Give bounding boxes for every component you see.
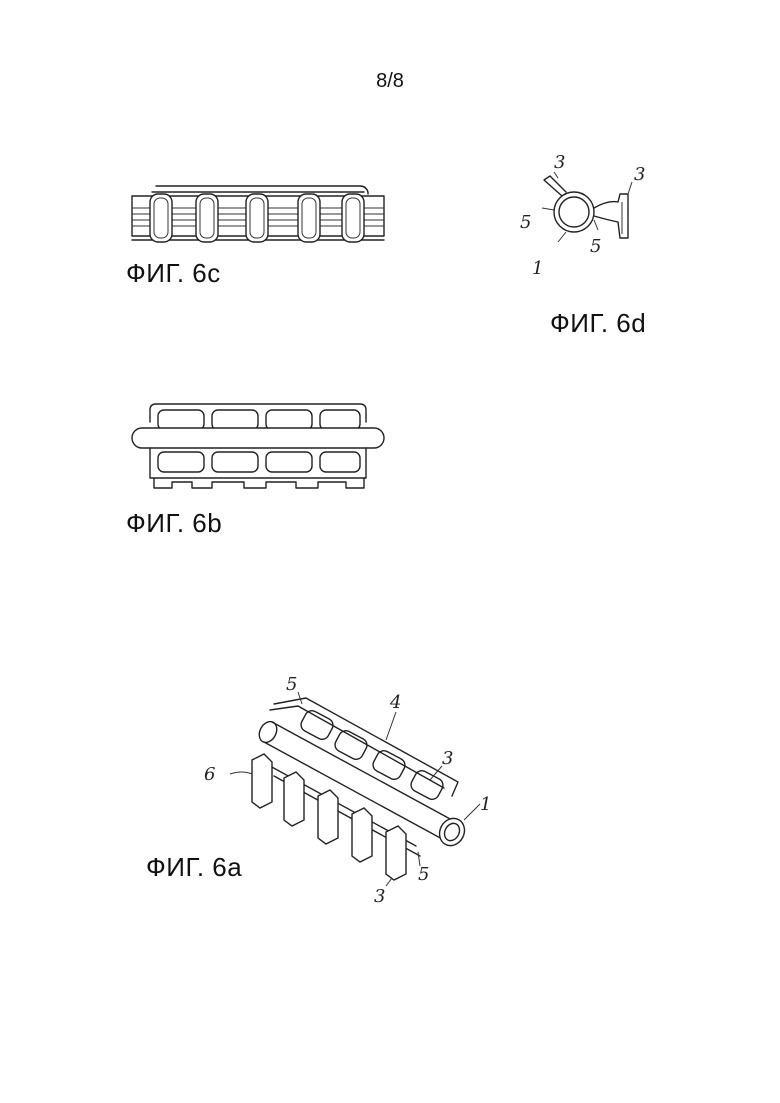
figure-6d-callout-5b: 5 (590, 236, 601, 257)
page-number: 8/8 (0, 70, 780, 93)
figure-6b-drawing (128, 400, 388, 495)
figure-6b-caption: ФИГ. 6b (126, 508, 222, 539)
figure-6d-callout-5a: 5 (520, 212, 531, 233)
figure-6a-callout-1: 1 (480, 794, 491, 815)
figure-6d-caption: ФИГ. 6d (550, 308, 646, 339)
figure-6d-callout-3a: 3 (554, 152, 565, 173)
figure-6d-drawing: 3 3 5 5 1 (510, 150, 660, 280)
figure-6a-callout-3b: 3 (374, 886, 385, 907)
figure-6a-callout-4: 4 (389, 692, 401, 713)
figure-6c-caption: ФИГ. 6c (126, 258, 221, 289)
figure-6a-caption: ФИГ. 6a (146, 852, 242, 883)
figure-6a-callout-5b: 5 (418, 864, 429, 885)
figure-6a-callout-6: 6 (204, 764, 215, 785)
figure-6d-callout-1: 1 (532, 258, 543, 279)
figure-6a-callout-5a: 5 (286, 674, 297, 695)
figure-6d-callout-3b: 3 (634, 164, 645, 185)
figure-6c-drawing (128, 180, 388, 250)
figure-6a-callout-3a: 3 (442, 748, 453, 769)
